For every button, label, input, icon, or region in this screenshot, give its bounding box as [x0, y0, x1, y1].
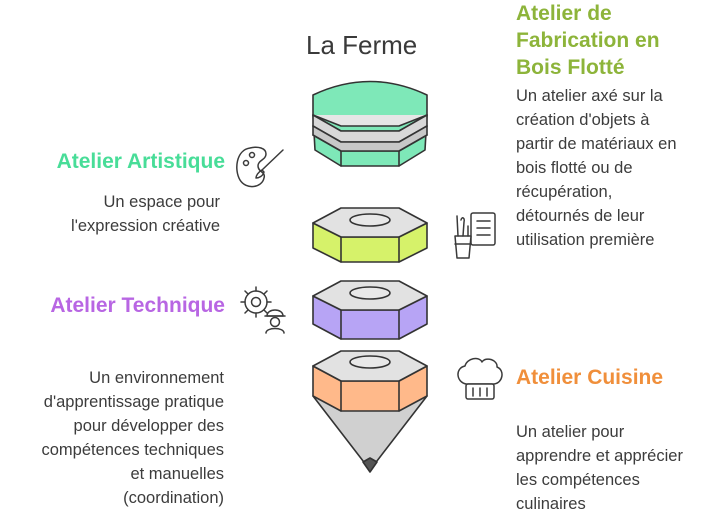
- description-line: détournés de leur: [516, 207, 645, 225]
- heading-cuisine-line: Atelier Cuisine: [516, 366, 664, 389]
- heading-technique-line: Atelier Technique: [50, 294, 225, 317]
- driftwood-tools-document-icon: [454, 212, 496, 259]
- description-line: bois flotté ou de: [516, 159, 633, 177]
- gear-worker-icon: [240, 286, 286, 334]
- description-line: compétences techniques: [41, 441, 224, 459]
- layer-cuisine: [312, 350, 428, 473]
- description-line: création d'objets à: [516, 111, 650, 129]
- description-fabrication: Un atelier axé sur la création d'objets …: [516, 84, 716, 252]
- description-cuisine: Un atelier pour apprendre et apprécier l…: [516, 420, 716, 516]
- diagram-title: La Ferme: [306, 30, 418, 60]
- description-line: partir de matériaux en: [516, 135, 677, 153]
- heading-fabrication: Atelier de Fabrication en Bois Flotté: [516, 0, 716, 81]
- description-line: Un environnement: [89, 369, 224, 387]
- heading-fabrication-line: Bois Flotté: [516, 56, 625, 79]
- layer-fabrication: [312, 207, 428, 263]
- chef-hat-icon: [457, 357, 503, 400]
- description-line: et manuelles: [130, 465, 224, 483]
- description-line: pour développer des: [73, 417, 224, 435]
- description-line: Un espace pour: [103, 193, 221, 211]
- description-line: récupération,: [516, 183, 613, 201]
- description-artistique: Un espace pour l'expression créative: [20, 190, 220, 238]
- description-line: les compétences: [516, 471, 640, 489]
- palette-brush-icon: [236, 146, 284, 188]
- heading-fabrication-line: Fabrication en: [516, 29, 660, 52]
- layer-technique: [312, 280, 428, 340]
- description-line: utilisation première: [516, 231, 655, 249]
- description-line: d'apprentissage pratique: [43, 393, 224, 411]
- description-line: (coordination): [123, 489, 224, 507]
- description-line: Un atelier pour: [516, 423, 625, 441]
- layer-artistique: [312, 80, 428, 167]
- description-line: apprendre et apprécier: [516, 447, 683, 465]
- description-line: l'expression créative: [71, 217, 220, 235]
- heading-cuisine: Atelier Cuisine: [516, 364, 711, 391]
- heading-technique: Atelier Technique: [10, 292, 225, 319]
- heading-artistique-line: Atelier Artistique: [56, 150, 225, 173]
- description-technique: Un environnement d'apprentissage pratiqu…: [0, 366, 224, 510]
- heading-fabrication-line: Atelier de: [516, 2, 612, 25]
- description-line: Un atelier axé sur la: [516, 87, 663, 105]
- heading-artistique: Atelier Artistique: [20, 148, 225, 175]
